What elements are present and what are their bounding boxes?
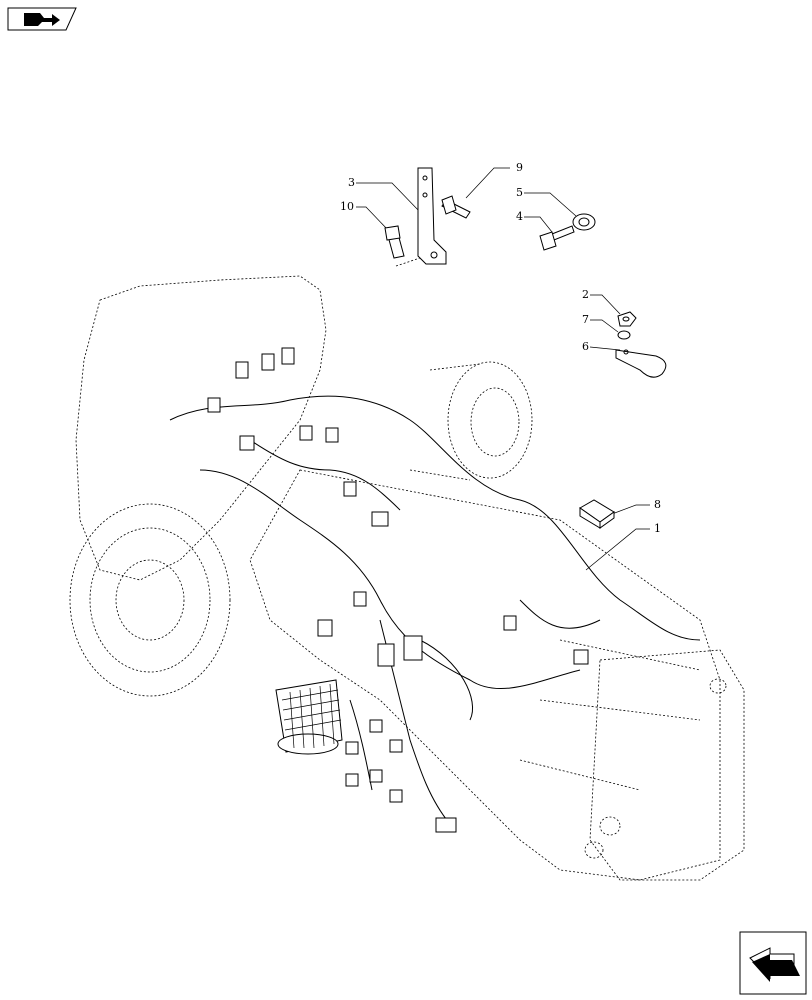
callout-label: 3 (348, 176, 355, 189)
bracket-part (395, 167, 447, 267)
callout-1: 1 (585, 522, 661, 571)
callout-label: 1 (654, 522, 661, 535)
washer-part-5 (572, 213, 596, 231)
wiring-harness-1 (169, 347, 701, 833)
callout-label: 5 (516, 186, 523, 199)
callout-9: 9 (465, 161, 523, 199)
callout-10: 10 (340, 200, 389, 231)
callout-3: 3 (348, 176, 421, 213)
connector-part-8 (579, 499, 615, 529)
callout-label: 4 (516, 210, 523, 223)
callout-2: 2 (582, 288, 621, 315)
callout-5: 5 (516, 186, 577, 217)
clip-part-6 (615, 349, 667, 378)
washer-part-7 (617, 330, 631, 340)
book-arrow-icon[interactable] (7, 7, 77, 31)
callout-label: 7 (582, 313, 589, 326)
callout-label: 2 (582, 288, 589, 301)
bolt-part-4 (539, 225, 575, 251)
callout-label: 6 (582, 340, 589, 353)
nut-part-2 (617, 311, 637, 327)
callout-8: 8 (611, 498, 661, 515)
callout-4: 4 (516, 210, 553, 233)
callout-label: 10 (340, 200, 354, 213)
bolt-part-9 (441, 195, 471, 219)
next-page-arrow-icon[interactable] (739, 931, 807, 995)
tractor-transmission-assembly (69, 275, 745, 881)
callout-label: 9 (516, 161, 523, 174)
bolt-part-10 (384, 225, 405, 259)
callout-6: 6 (582, 340, 621, 353)
callout-label: 8 (654, 498, 661, 511)
callout-7: 7 (582, 313, 619, 333)
